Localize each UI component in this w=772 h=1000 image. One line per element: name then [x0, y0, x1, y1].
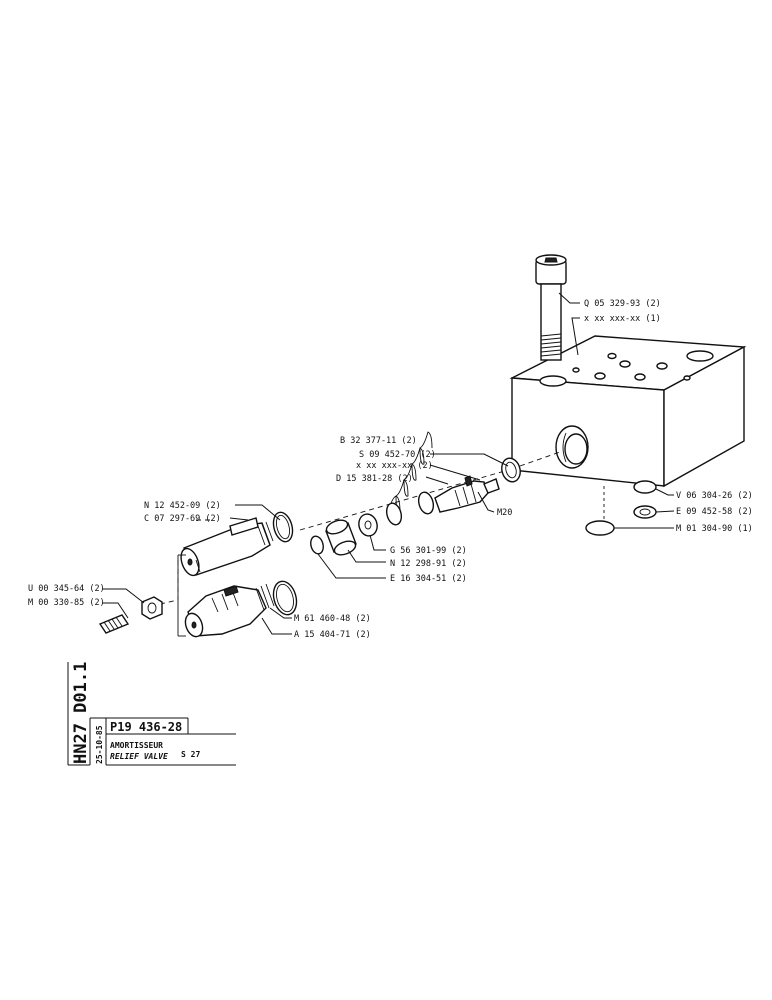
label-m00: M 00 330-85 (2) [28, 598, 105, 608]
label-m61: M 61 460-48 (2) [294, 614, 371, 624]
label-a15: A 15 404-71 (2) [294, 630, 371, 640]
part-number: P19 436-28 [110, 720, 182, 734]
label-c07: C 07 297-69 (2) [144, 514, 221, 524]
part-ref: S 27 [181, 750, 200, 759]
label-xx-top: x xx xxx-xx (1) [584, 314, 661, 324]
label-g56: G 56 301-99 (2) [390, 546, 467, 556]
drawing-date: 25-10-85 [95, 725, 104, 764]
cap-screw [535, 254, 567, 361]
label-m20: M20 [497, 508, 512, 518]
callout-labels: Q 05 329-93 (2) x xx xxx-xx (1) B 32 377… [28, 299, 753, 640]
part-name-fr: AMORTISSEUR [110, 741, 163, 750]
label-d15: D 15 381-28 (2) [336, 474, 413, 484]
block-seals [585, 480, 657, 536]
nut-and-setscrew [98, 596, 163, 634]
label-n12b: N 12 298-91 (2) [390, 559, 467, 569]
leader-lines [102, 292, 675, 635]
label-m01: M 01 304-90 (1) [676, 524, 753, 534]
part-name-en: RELIEF VALVE [110, 752, 168, 761]
label-b32: B 32 377-11 (2) [340, 436, 417, 446]
label-e09: E 09 452-58 (2) [676, 507, 753, 517]
title-block: HN27 D01.1 25-10-85 P19 436-28 AMORTISSE… [67, 662, 236, 766]
drawing-code: HN27 D01.1 [71, 662, 91, 764]
label-xx-mid: x xx xxx-xx (2) [356, 461, 433, 471]
assembly-bracket [177, 554, 186, 637]
label-n12a: N 12 452-09 (2) [144, 501, 221, 511]
valve-block [509, 335, 747, 488]
label-s09: S 09 452-70 (2) [359, 450, 436, 460]
piston-assembly [310, 431, 521, 556]
lower-cartridge [184, 580, 298, 638]
label-v06: V 06 304-26 (2) [676, 491, 753, 501]
label-q05: Q 05 329-93 (2) [584, 299, 661, 309]
label-e16: E 16 304-51 (2) [390, 574, 467, 584]
label-u00: U 00 345-64 (2) [28, 584, 105, 594]
